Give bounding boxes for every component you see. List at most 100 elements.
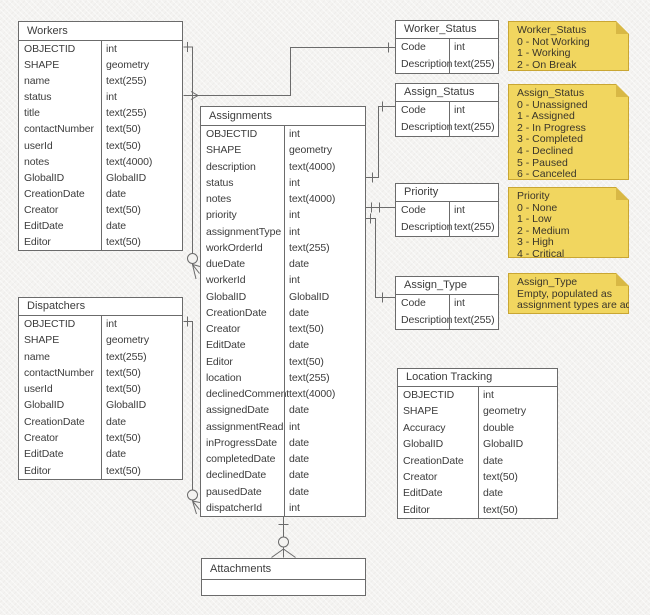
field-name: declinedDate: [206, 469, 267, 482]
field-name: Code: [401, 204, 426, 216]
field-name: GlobalID: [24, 399, 65, 412]
field-name: SHAPE: [24, 334, 60, 347]
field-type: geometry: [106, 334, 149, 347]
field-name: Creator: [206, 323, 241, 335]
field-row: CreationDate date: [201, 305, 365, 321]
note-line: 5 - Paused: [517, 156, 568, 169]
field-name: OBJECTID: [24, 318, 76, 330]
field-row: location text(255): [201, 370, 365, 386]
field-type: text(255): [106, 75, 147, 88]
field-type: date: [289, 469, 310, 482]
column-divider: [449, 39, 450, 73]
note-title: Assign_Status: [517, 87, 585, 99]
entity-title-assign-type: Assign_Type: [396, 277, 498, 295]
column-divider: [449, 102, 450, 136]
field-name: dispatcherId: [206, 501, 263, 514]
note-line: 1 - Assigned: [517, 110, 575, 123]
field-type: date: [289, 306, 310, 319]
field-name: Editor: [206, 355, 233, 368]
field-name: notes: [24, 155, 50, 168]
field-type: int: [289, 128, 300, 140]
field-type: text(255): [454, 221, 495, 233]
field-name: EditDate: [24, 220, 64, 233]
field-type: text(50): [483, 470, 518, 483]
field-type: text(4000): [289, 160, 336, 173]
entity-title-assign-status: Assign_Status: [396, 84, 498, 102]
note-line: 1 - Working: [517, 47, 571, 60]
connector-assignments-dispatcherid-to-dispatchers: [183, 316, 201, 515]
field-name: EditDate: [206, 339, 246, 352]
field-name: Creator: [24, 432, 59, 445]
field-name: CreationDate: [24, 187, 85, 200]
field-type: int: [289, 274, 300, 287]
field-row: status int: [19, 89, 182, 105]
field-name: Code: [401, 104, 426, 116]
field-type: geometry: [289, 144, 332, 157]
note-line: 6 - Canceled: [517, 168, 577, 181]
field-type: text(4000): [289, 193, 336, 205]
field-type: text(50): [106, 203, 141, 216]
entity-title-workers: Workers: [19, 22, 182, 41]
field-name: location: [206, 371, 242, 384]
field-type: int: [289, 225, 300, 238]
field-name: Editor: [403, 503, 430, 516]
field-type: date: [106, 415, 127, 428]
field-name: EditDate: [403, 487, 443, 500]
field-type: geometry: [483, 405, 526, 418]
field-type: text(50): [106, 366, 141, 379]
field-type: date: [106, 448, 127, 461]
field-name: assignmentType: [206, 225, 282, 238]
field-type: int: [106, 91, 117, 104]
field-type: text(50): [289, 355, 324, 368]
entity-title-worker-status: Worker_Status: [396, 21, 498, 39]
column-divider: [449, 295, 450, 329]
note-line: 4 - Critical: [517, 247, 565, 260]
field-name: Description: [401, 314, 453, 326]
field-name: contactNumber: [24, 123, 94, 136]
empty-field-row: [202, 580, 365, 595]
note-line: assignment types are added: [517, 299, 649, 312]
field-name: name: [24, 75, 50, 88]
field-name: status: [24, 91, 52, 104]
field-type: date: [483, 454, 504, 467]
field-name: Creator: [403, 470, 438, 483]
field-row: name text(255): [19, 73, 182, 89]
field-type: text(50): [106, 432, 141, 445]
column-divider: [284, 126, 285, 516]
field-name: title: [24, 107, 40, 120]
field-name: OBJECTID: [206, 128, 258, 140]
field-type: text(50): [106, 236, 141, 249]
field-type: text(50): [289, 323, 324, 335]
field-name: Code: [401, 297, 426, 309]
field-type: text(255): [289, 371, 330, 384]
field-name: inProgressDate: [206, 436, 277, 449]
field-name: CreationDate: [206, 306, 267, 319]
field-type: double: [483, 421, 514, 434]
